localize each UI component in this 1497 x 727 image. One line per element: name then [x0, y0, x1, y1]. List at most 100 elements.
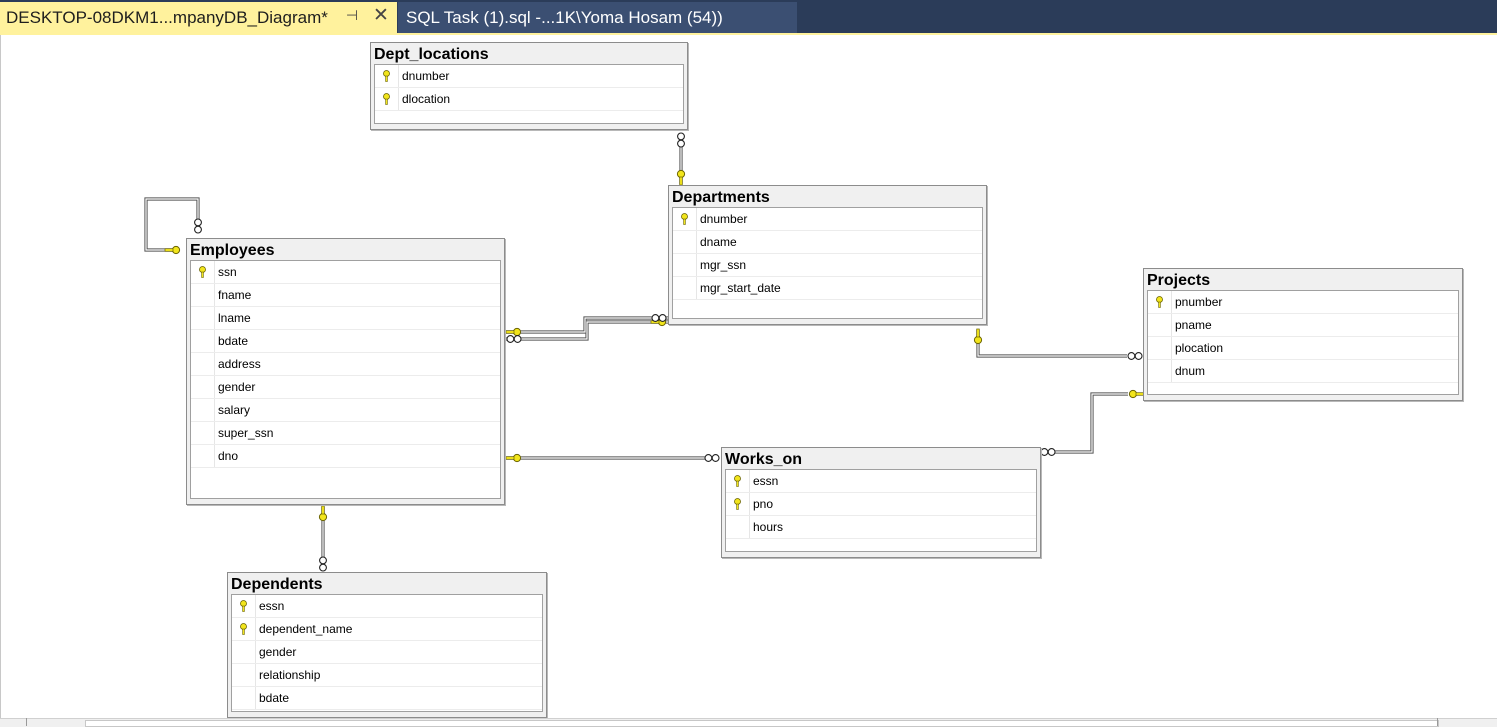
row-selector[interactable] [673, 254, 697, 276]
row-selector[interactable] [191, 284, 215, 306]
primary-key-icon [681, 213, 688, 225]
row-selector[interactable] [191, 330, 215, 352]
column-name: mgr_ssn [700, 258, 747, 272]
row-selector[interactable] [191, 399, 215, 421]
row-selector[interactable] [191, 422, 215, 444]
row-selector[interactable] [232, 595, 256, 617]
column-row[interactable]: pno [726, 493, 1036, 516]
row-selector[interactable] [191, 353, 215, 375]
row-selector[interactable] [673, 208, 697, 230]
row-selector[interactable] [1148, 291, 1172, 313]
column-name: gender [218, 380, 256, 394]
column-row[interactable]: dnumber [673, 208, 982, 231]
table-title[interactable]: Dept_locations [374, 46, 489, 63]
column-row[interactable]: bdate [191, 330, 500, 353]
table-title[interactable]: Dependents [231, 576, 323, 593]
row-selector[interactable] [191, 445, 215, 467]
table-title[interactable]: Works_on [725, 451, 803, 468]
column-grid: essn pno hours [725, 469, 1037, 552]
row-selector[interactable] [726, 493, 750, 515]
tab-title: SQL Task (1).sql -...1K\Yoma Hosam (54)) [406, 7, 723, 27]
primary-key-icon [240, 623, 247, 635]
pin-icon[interactable]: ⊣ [345, 6, 359, 23]
column-row[interactable]: dnumber [375, 65, 683, 88]
table-departments[interactable]: Departments dnumber dname mgr_ssn mgr_start_… [668, 185, 987, 325]
column-name: address [218, 357, 261, 371]
column-row[interactable]: dname [673, 231, 982, 254]
column-row[interactable]: pnumber [1148, 291, 1458, 314]
row-selector[interactable] [726, 516, 750, 538]
column-row[interactable]: mgr_start_date [673, 277, 982, 300]
table-title[interactable]: Projects [1147, 272, 1211, 289]
row-selector[interactable] [673, 231, 697, 253]
column-row[interactable]: bdate [232, 687, 542, 710]
table-title[interactable]: Employees [190, 242, 275, 259]
scroll-right-button[interactable] [1437, 718, 1438, 726]
column-name: essn [753, 474, 779, 488]
row-selector[interactable] [232, 641, 256, 663]
column-row[interactable]: salary [191, 399, 500, 422]
table-employees[interactable]: Employees ssn fname lname bdate address gender… [186, 238, 505, 505]
column-row[interactable]: dependent_name [232, 618, 542, 641]
tab-sql-task[interactable]: SQL Task (1).sql -...1K\Yoma Hosam (54)) [398, 2, 797, 33]
row-selector[interactable] [1148, 314, 1172, 336]
primary-key-icon [734, 498, 741, 510]
column-row[interactable]: gender [232, 641, 542, 664]
row-selector[interactable] [673, 277, 697, 299]
row-selector[interactable] [375, 88, 399, 110]
tab-title: DESKTOP-08DKM1...mpanyDB_Diagram* [6, 7, 328, 27]
column-name: lname [218, 311, 251, 325]
column-name: pnumber [1175, 295, 1223, 309]
column-grid: dnumber dname mgr_ssn mgr_start_date [672, 207, 983, 319]
column-name: dnum [1175, 364, 1206, 378]
row-selector[interactable] [726, 470, 750, 492]
column-name: dnumber [402, 69, 450, 83]
column-row[interactable]: super_ssn [191, 422, 500, 445]
row-selector[interactable] [232, 687, 256, 709]
column-row[interactable]: pname [1148, 314, 1458, 337]
tab-diagram[interactable]: DESKTOP-08DKM1...mpanyDB_Diagram* [0, 2, 397, 33]
row-selector[interactable] [191, 376, 215, 398]
close-icon[interactable]: ✕ [373, 4, 389, 26]
table-title[interactable]: Departments [672, 189, 770, 206]
column-row[interactable]: gender [191, 376, 500, 399]
column-name: fname [218, 288, 252, 302]
scroll-left-button[interactable] [26, 718, 27, 726]
row-selector[interactable] [232, 618, 256, 640]
column-row[interactable]: lname [191, 307, 500, 330]
row-selector[interactable] [1148, 360, 1172, 382]
column-row[interactable]: ssn [191, 261, 500, 284]
column-row[interactable]: fname [191, 284, 500, 307]
primary-key-icon [240, 600, 247, 612]
tab-underline [0, 33, 1497, 35]
column-row[interactable]: essn [726, 470, 1036, 493]
column-name: bdate [259, 691, 290, 705]
column-name: gender [259, 645, 297, 659]
column-row[interactable]: dlocation [375, 88, 683, 111]
column-row[interactable]: address [191, 353, 500, 376]
column-row[interactable]: plocation [1148, 337, 1458, 360]
row-selector[interactable] [232, 664, 256, 686]
column-name: dname [700, 235, 737, 249]
row-selector[interactable] [191, 307, 215, 329]
column-name: essn [259, 599, 285, 613]
row-selector[interactable] [1148, 337, 1172, 359]
column-row[interactable]: hours [726, 516, 1036, 539]
primary-key-icon [383, 93, 390, 105]
column-name: pno [753, 497, 774, 511]
column-grid: dnumber dlocation [374, 64, 684, 124]
column-row[interactable]: mgr_ssn [673, 254, 982, 277]
column-row[interactable]: relationship [232, 664, 542, 687]
canvas-border [0, 35, 1, 726]
column-row[interactable]: dno [191, 445, 500, 468]
column-row[interactable]: dnum [1148, 360, 1458, 383]
column-name: relationship [259, 668, 321, 682]
column-row[interactable]: essn [232, 595, 542, 618]
primary-key-icon [1156, 296, 1163, 308]
row-selector[interactable] [375, 65, 399, 87]
row-selector[interactable] [191, 261, 215, 283]
